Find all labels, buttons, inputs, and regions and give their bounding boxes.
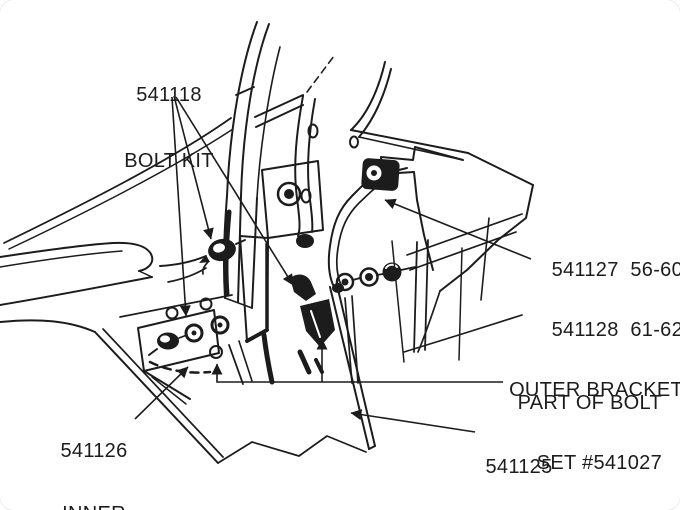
part-number: 541126 xyxy=(60,440,128,462)
upper-rail xyxy=(350,61,469,161)
pillar xyxy=(222,21,281,309)
cowl-edge-upper xyxy=(159,255,207,267)
bolt-kit-arrow-2 xyxy=(175,96,294,286)
outer-bracket-arrow xyxy=(384,198,532,260)
bolt-set-target-bolt xyxy=(209,345,223,359)
trim-strip xyxy=(3,117,234,250)
part-name: PART OF BOLT xyxy=(517,392,662,414)
support-plates-arrow xyxy=(350,409,476,433)
part-number: 541125 xyxy=(485,456,553,478)
label-bolt-kit: 541118 BOLT KIT xyxy=(84,40,254,216)
part-name: INNER xyxy=(24,504,164,510)
part-number: SET #541027 xyxy=(536,452,662,474)
hinge-bolt xyxy=(199,238,246,275)
latch-mechanism xyxy=(290,274,335,375)
cowl-edge-lower xyxy=(167,267,207,283)
part-number: 541118 xyxy=(136,84,202,106)
inner-bracket-plate xyxy=(137,297,275,405)
latch-lever xyxy=(254,55,359,248)
break-line xyxy=(217,435,367,464)
label-inner-bracket: 541126 INNER BRACKET xyxy=(24,399,164,510)
bolt-kit-arrow-1 xyxy=(173,95,214,240)
callout-arrows xyxy=(134,95,532,433)
deck-panel xyxy=(0,241,233,333)
part-name: OUTER BRACKET xyxy=(509,379,680,401)
support-plates xyxy=(329,284,376,450)
bolt-row xyxy=(335,240,416,363)
bolt-set-leader xyxy=(211,363,503,383)
label-outer-bracket: 541127 56-60 541128 61-62 OUTER BRACKET xyxy=(478,220,680,440)
part-name: BOLT KIT xyxy=(124,150,214,172)
part-number: 541127 56-60 xyxy=(551,259,680,281)
hinge-plate xyxy=(239,160,324,343)
part-number: 541128 61-62 xyxy=(551,319,680,341)
label-support-plates: 541125 SUPPORT PLATES xyxy=(419,422,619,510)
outer-bracket-bolt xyxy=(361,158,408,191)
label-bolt-set: PART OF BOLT SET #541027 xyxy=(458,353,662,510)
inner-bracket-arrow xyxy=(134,366,189,420)
bolt-kit-arrow-3 xyxy=(171,96,191,317)
